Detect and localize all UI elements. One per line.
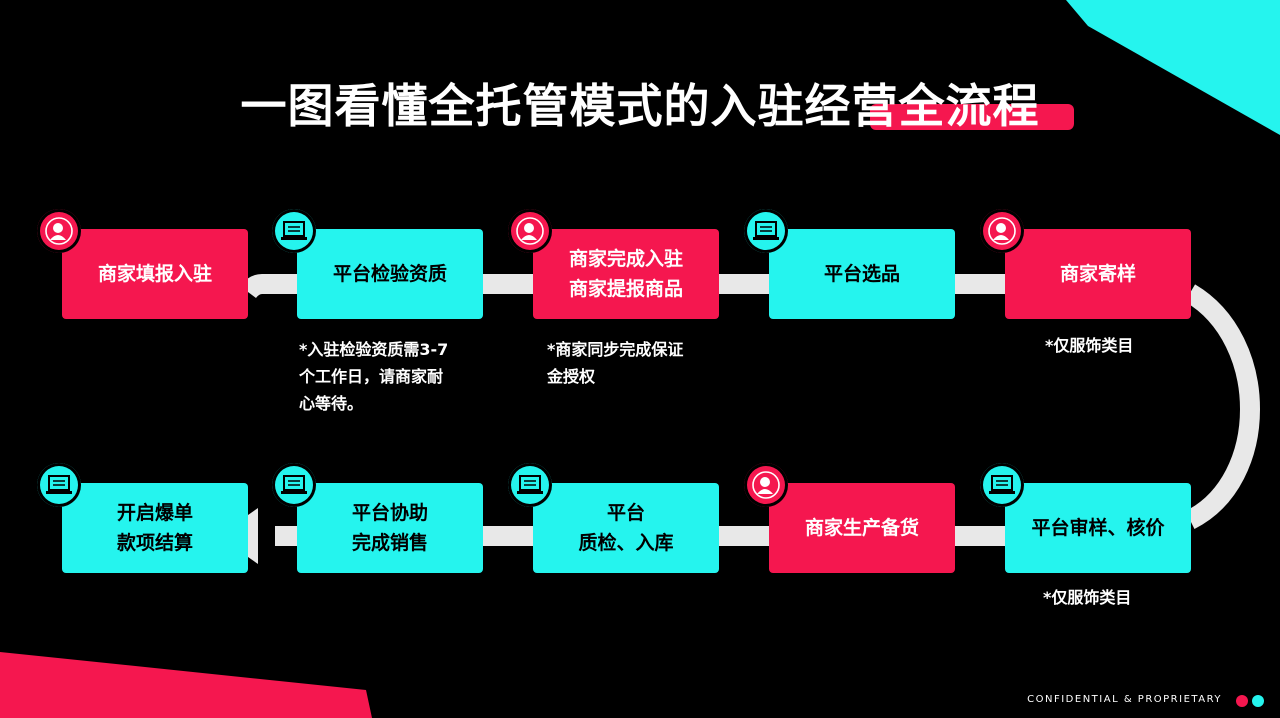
step-label: 商家生产备货: [804, 517, 919, 539]
laptop-icon: [508, 463, 552, 507]
step-settlement: 开启爆单 款项结算: [62, 483, 248, 573]
page-title: 一图看懂全托管模式的入驻经营全流程: [240, 79, 1040, 133]
note-verify-duration: *入驻检验资质需3-7 个工作日，请商家耐 心等待。: [299, 340, 449, 413]
step-label: 平台审样、核价: [1031, 517, 1165, 539]
step-platform-select: 平台选品: [769, 229, 955, 319]
step-label: 开启爆单 款项结算: [116, 502, 193, 554]
step-merchant-produce: 商家生产备货: [769, 483, 955, 573]
step-merchant-send-sample: 商家寄样: [1005, 229, 1191, 319]
note-apparel-only: *仅服饰类目: [1045, 336, 1134, 355]
step-platform-inspect-store: 平台 质检、入库: [533, 483, 719, 573]
step-label: 平台协助 完成销售: [351, 502, 428, 554]
footer-dot-cyan: [1252, 695, 1264, 707]
user-icon: [508, 209, 552, 253]
step-label: 平台选品: [823, 263, 900, 285]
step-merchant-apply: 商家填报入驻: [62, 229, 248, 319]
step-label: 商家寄样: [1059, 263, 1136, 285]
laptop-icon: [37, 463, 81, 507]
step-label: 平台检验资质: [332, 263, 447, 285]
footer-dot-red: [1236, 695, 1248, 707]
laptop-icon: [272, 463, 316, 507]
user-icon: [980, 209, 1024, 253]
footer-confidential: CONFIDENTIAL & PROPRIETARY: [1027, 694, 1222, 705]
track-right-curve: [1184, 284, 1260, 529]
step-platform-review-price: 平台审样、核价: [1005, 483, 1191, 573]
step-label: 商家填报入驻: [97, 263, 212, 285]
step-merchant-submit-products: 商家完成入驻 商家提报商品: [533, 229, 719, 319]
note-deposit-authorization: *商家同步完成保证 金授权: [547, 340, 684, 386]
track-top-row: [240, 274, 1008, 299]
title-highlight: [870, 104, 1074, 130]
step-label: 商家完成入驻 商家提报商品: [568, 248, 683, 300]
step-platform-verify: 平台检验资质: [297, 229, 483, 319]
laptop-icon: [272, 209, 316, 253]
laptop-icon: [744, 209, 788, 253]
user-icon: [37, 209, 81, 253]
step-label: 平台 质检、入库: [578, 502, 674, 554]
step-platform-assist-sales: 平台协助 完成销售: [297, 483, 483, 573]
user-icon: [744, 463, 788, 507]
laptop-icon: [980, 463, 1024, 507]
note-apparel-only: *仅服饰类目: [1043, 588, 1132, 607]
